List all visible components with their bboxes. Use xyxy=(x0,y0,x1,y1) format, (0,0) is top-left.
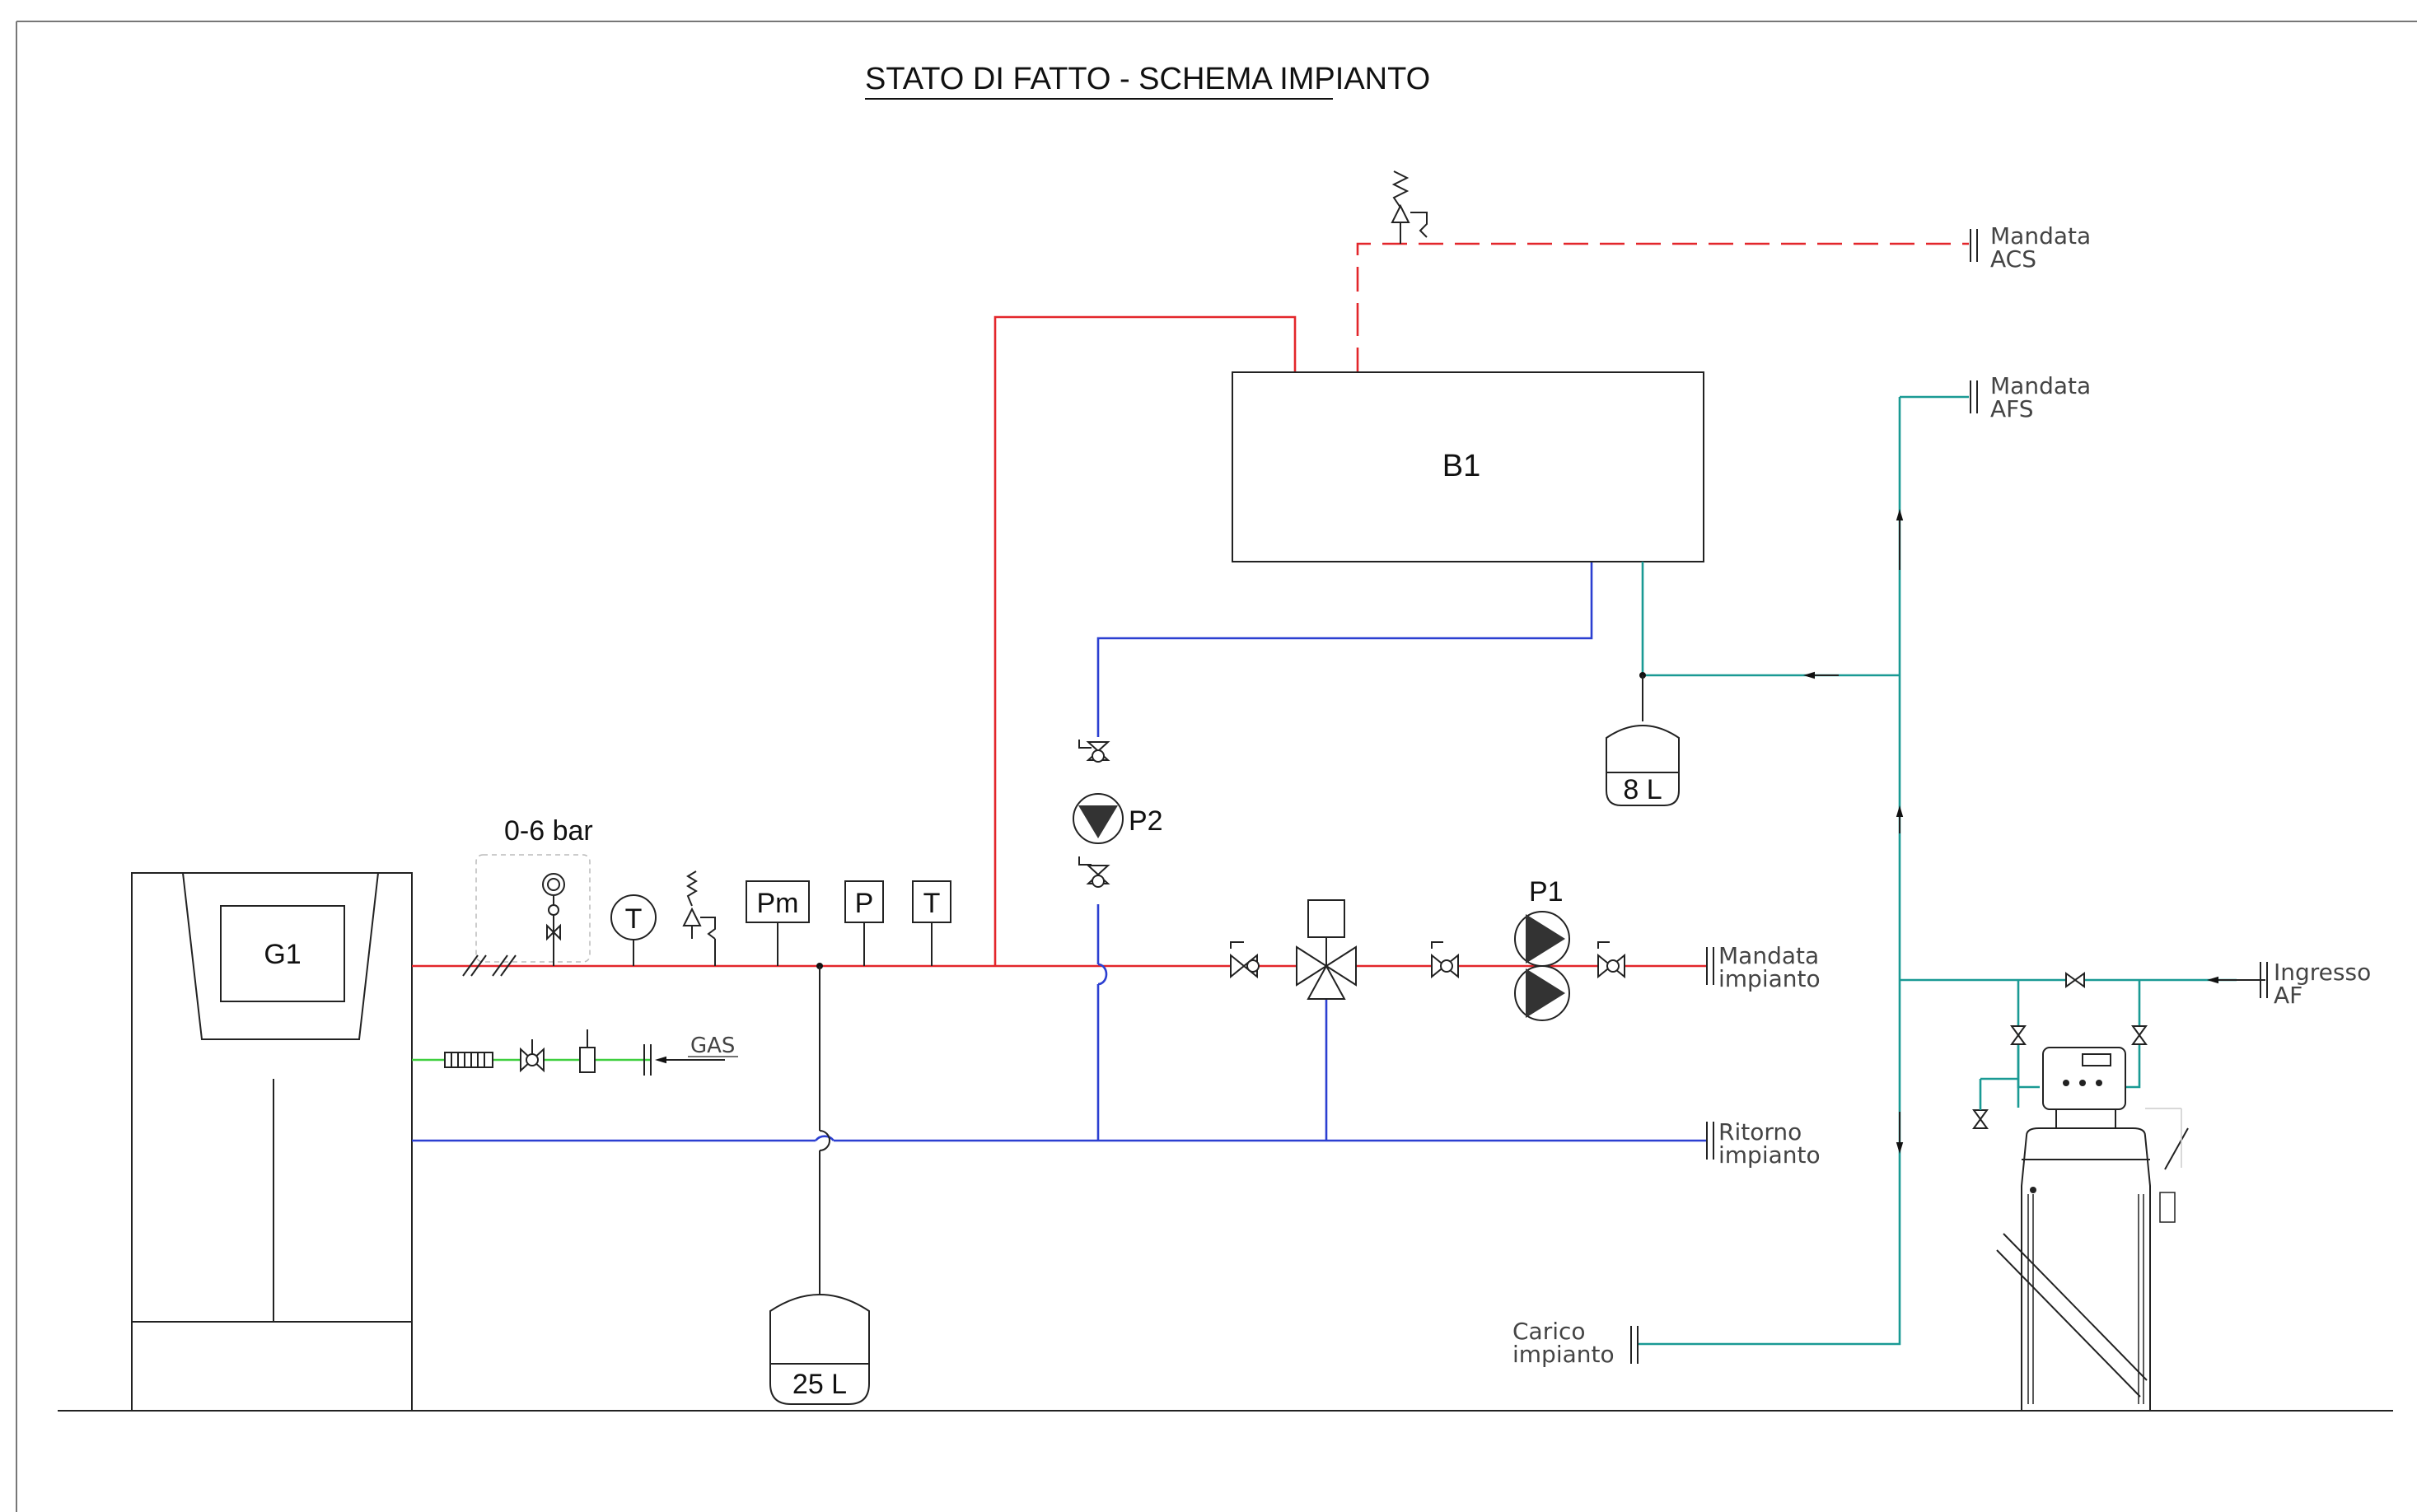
boiler-label: G1 xyxy=(264,939,301,970)
boiler-g1: G1 xyxy=(131,872,413,1412)
gas-line: GAS xyxy=(412,1029,738,1076)
connection-ritorno-impianto: Ritorno impianto xyxy=(1706,1118,1821,1169)
svg-text:Ingresso: Ingresso xyxy=(2274,959,2371,986)
svg-text:Mandata: Mandata xyxy=(1990,222,2091,250)
connection-ingresso-af: Ingresso AF xyxy=(2260,959,2371,1009)
storage-tank-b1: B1 xyxy=(1232,371,1704,562)
softener-valves xyxy=(1972,972,2148,1129)
svg-text:Carico: Carico xyxy=(1512,1318,1586,1345)
svg-text:ACS: ACS xyxy=(1990,245,2036,273)
pressure-gauge-icon xyxy=(542,873,565,896)
svg-text:Mandata: Mandata xyxy=(1990,372,2091,399)
svg-text:impianto: impianto xyxy=(1718,1141,1821,1169)
tank-label: B1 xyxy=(1442,449,1480,483)
connection-carico-impianto: Carico impianto xyxy=(1512,1318,1639,1368)
gauge-pm-label: Pm xyxy=(757,888,799,919)
vessel-small-label: 8 L xyxy=(1623,774,1662,805)
svg-text:Mandata: Mandata xyxy=(1718,942,1819,969)
mixing-valve xyxy=(1230,899,1357,1000)
svg-text:AFS: AFS xyxy=(1990,395,2034,422)
gauge-p-label: P xyxy=(855,888,874,919)
vessel-large-label: 25 L xyxy=(792,1369,847,1400)
title-group: STATO DI FATTO - SCHEMA IMPIANTO xyxy=(865,62,1430,100)
connection-mandata-afs: Mandata AFS xyxy=(1970,372,2091,422)
water-softener xyxy=(1996,1047,2189,1412)
pump-p1-label: P1 xyxy=(1529,876,1564,908)
pressure-range-label: 0-6 bar xyxy=(504,815,593,847)
expansion-vessel-8l: 8 L xyxy=(1606,675,1680,806)
pump-p1: P1 xyxy=(1431,876,1625,1021)
return-piping xyxy=(412,562,1707,1142)
safety-valve-top-icon xyxy=(1391,170,1428,244)
cold-water-piping xyxy=(1638,395,2265,1346)
svg-text:impianto: impianto xyxy=(1718,965,1821,992)
safety-group: 0-6 bar T Pm P T xyxy=(462,815,951,977)
drawing-frame xyxy=(16,21,2417,1512)
svg-text:AF: AF xyxy=(2274,982,2302,1009)
pump-p2: P2 xyxy=(1073,740,1163,888)
gauge-t-label: T xyxy=(625,903,643,935)
connection-mandata-acs: Mandata ACS xyxy=(1970,222,2091,273)
supply-piping xyxy=(412,242,1969,968)
safety-valve-icon xyxy=(682,870,716,966)
gas-label: GAS xyxy=(690,1034,735,1058)
page-title: STATO DI FATTO - SCHEMA IMPIANTO xyxy=(865,62,1430,96)
svg-text:impianto: impianto xyxy=(1512,1341,1615,1368)
gauge-t2-label: T xyxy=(923,888,941,919)
pump-p2-label: P2 xyxy=(1129,805,1163,837)
svg-text:Ritorno: Ritorno xyxy=(1718,1118,1802,1146)
connection-mandata-impianto: Mandata impianto xyxy=(1706,942,1821,992)
expansion-vessel-25l: 25 L xyxy=(769,963,870,1405)
